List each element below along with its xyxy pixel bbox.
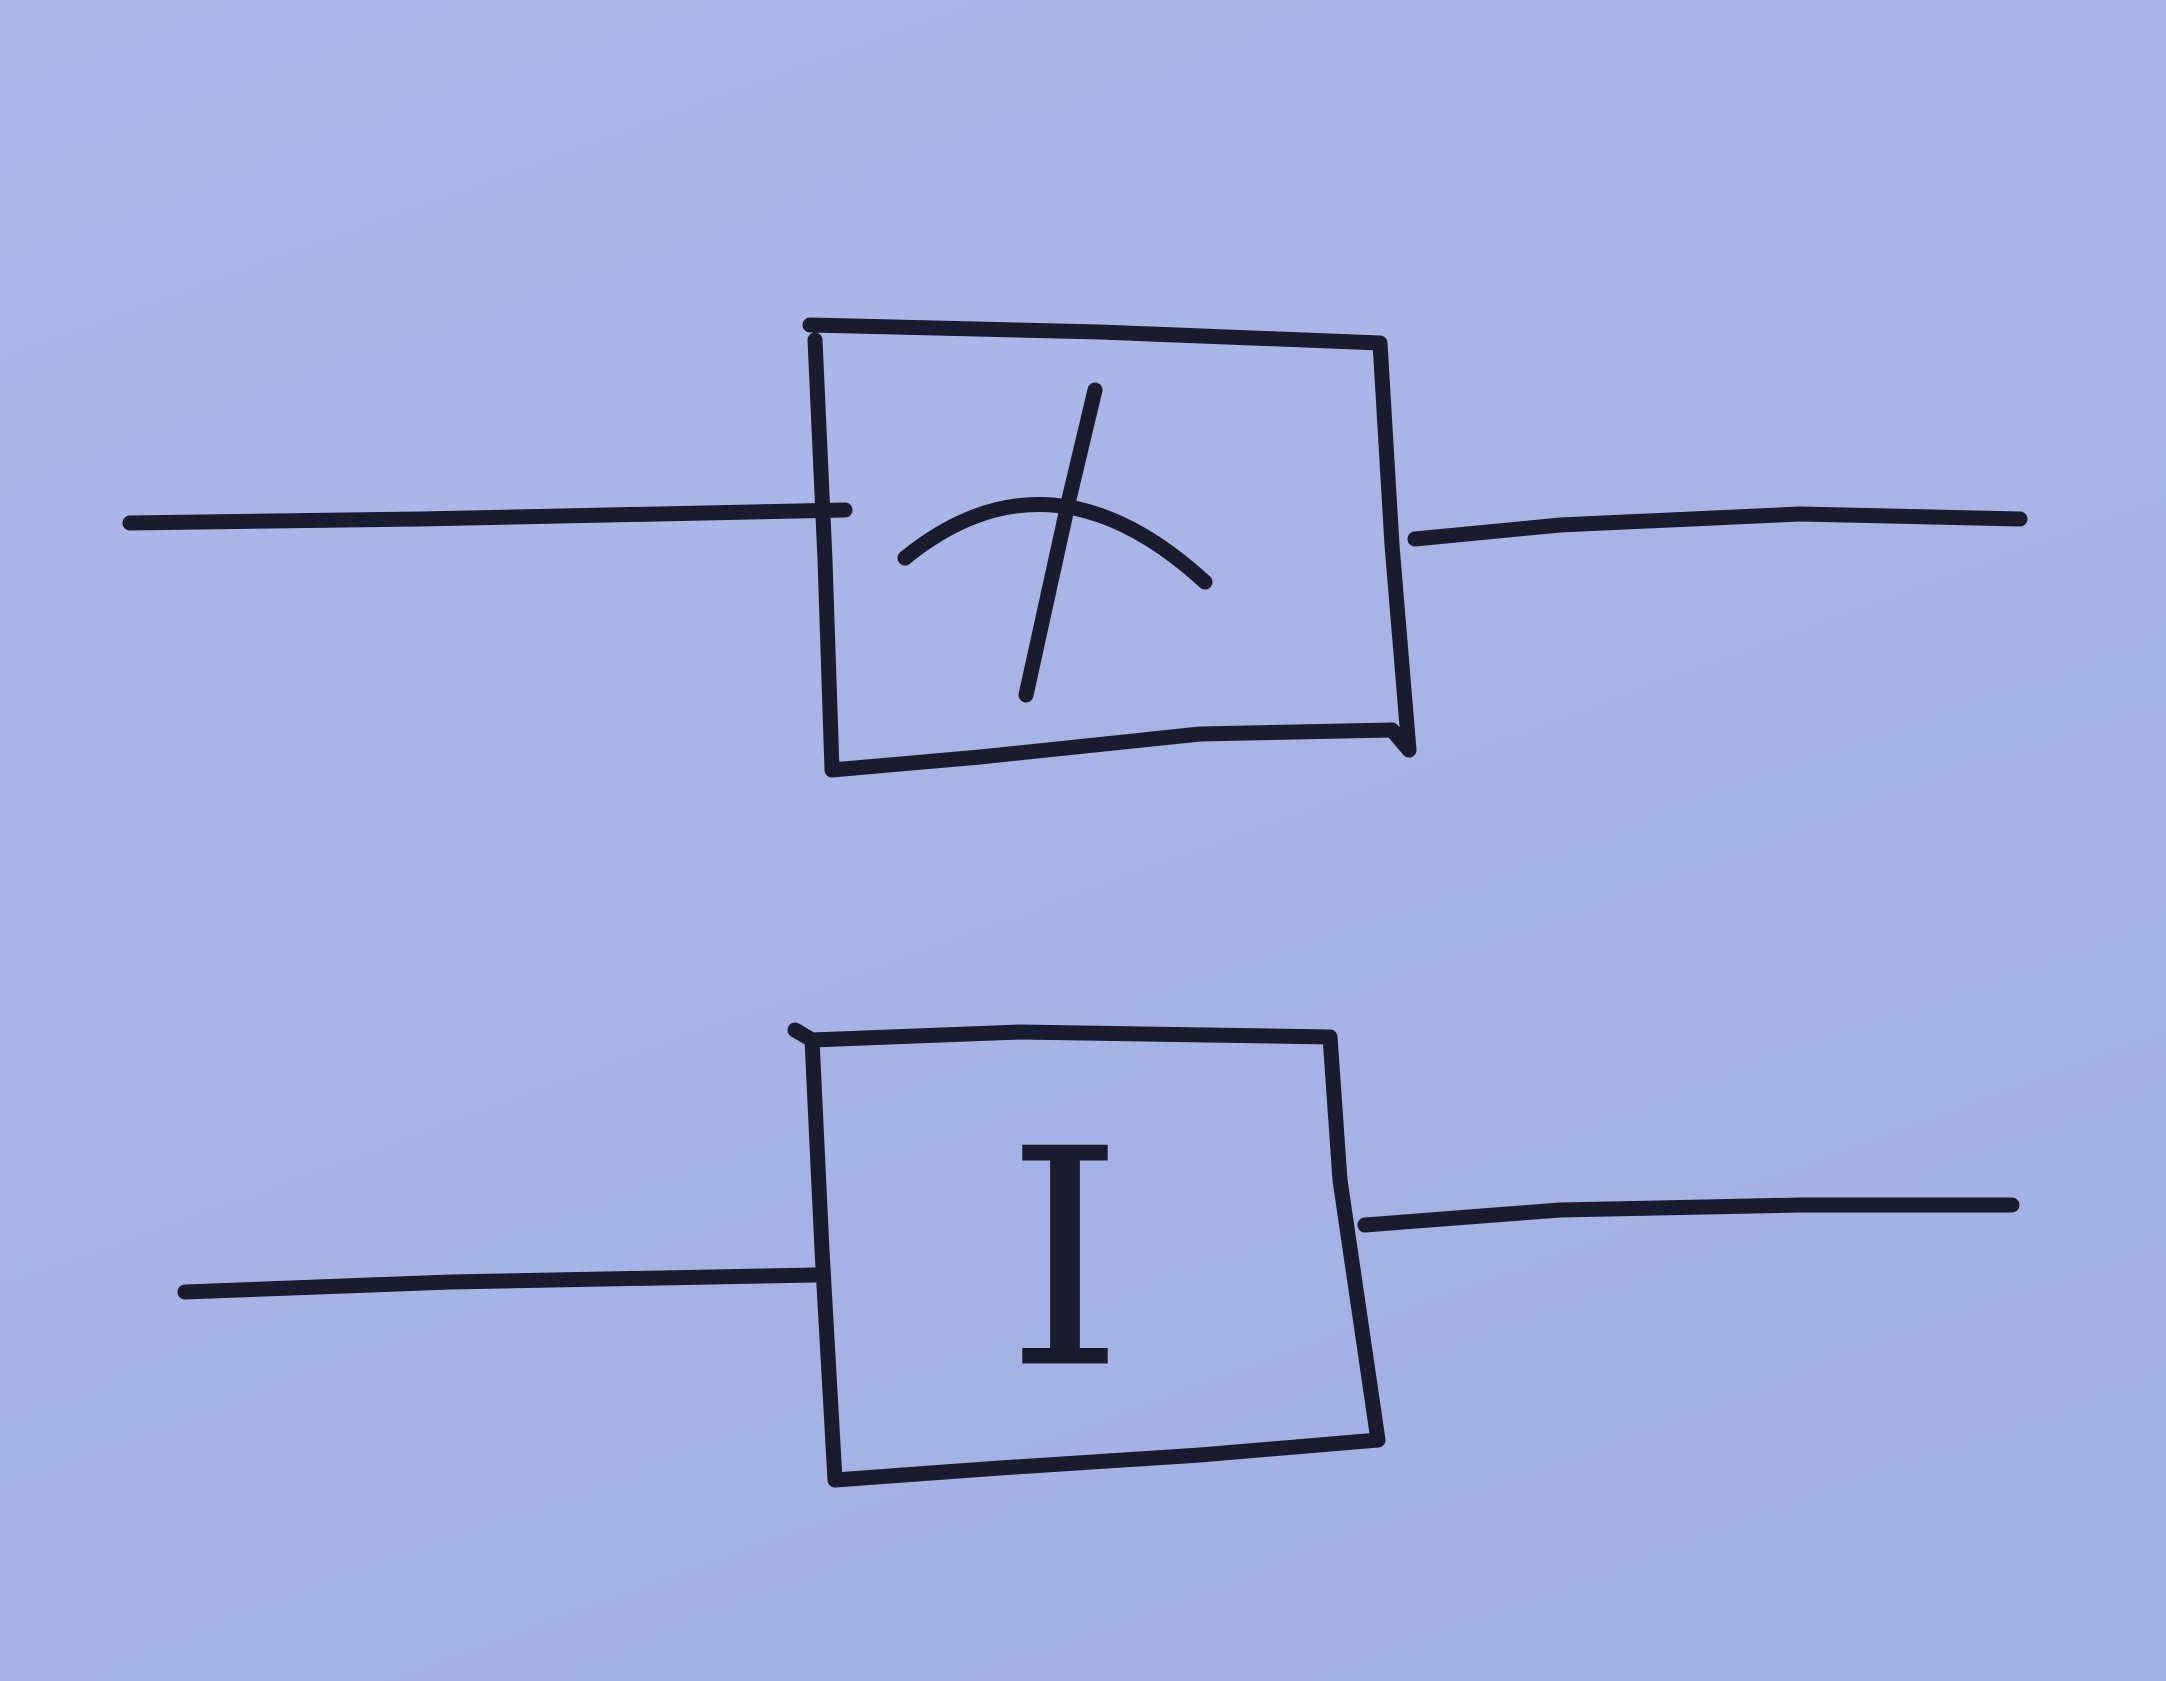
identity-gate-box <box>787 1022 1386 1488</box>
measurement-gate-box <box>802 317 1417 778</box>
wire-out-top <box>1407 506 2028 547</box>
wire-in-top <box>122 502 853 531</box>
measurement-meter-icon <box>897 382 1213 703</box>
wire-out-bottom <box>1357 1197 2020 1233</box>
meter-arc <box>897 496 1213 590</box>
gate-label-identity: I <box>1006 1086 1125 1435</box>
wire-in-bottom <box>177 1267 823 1300</box>
meter-needle <box>1018 382 1103 703</box>
